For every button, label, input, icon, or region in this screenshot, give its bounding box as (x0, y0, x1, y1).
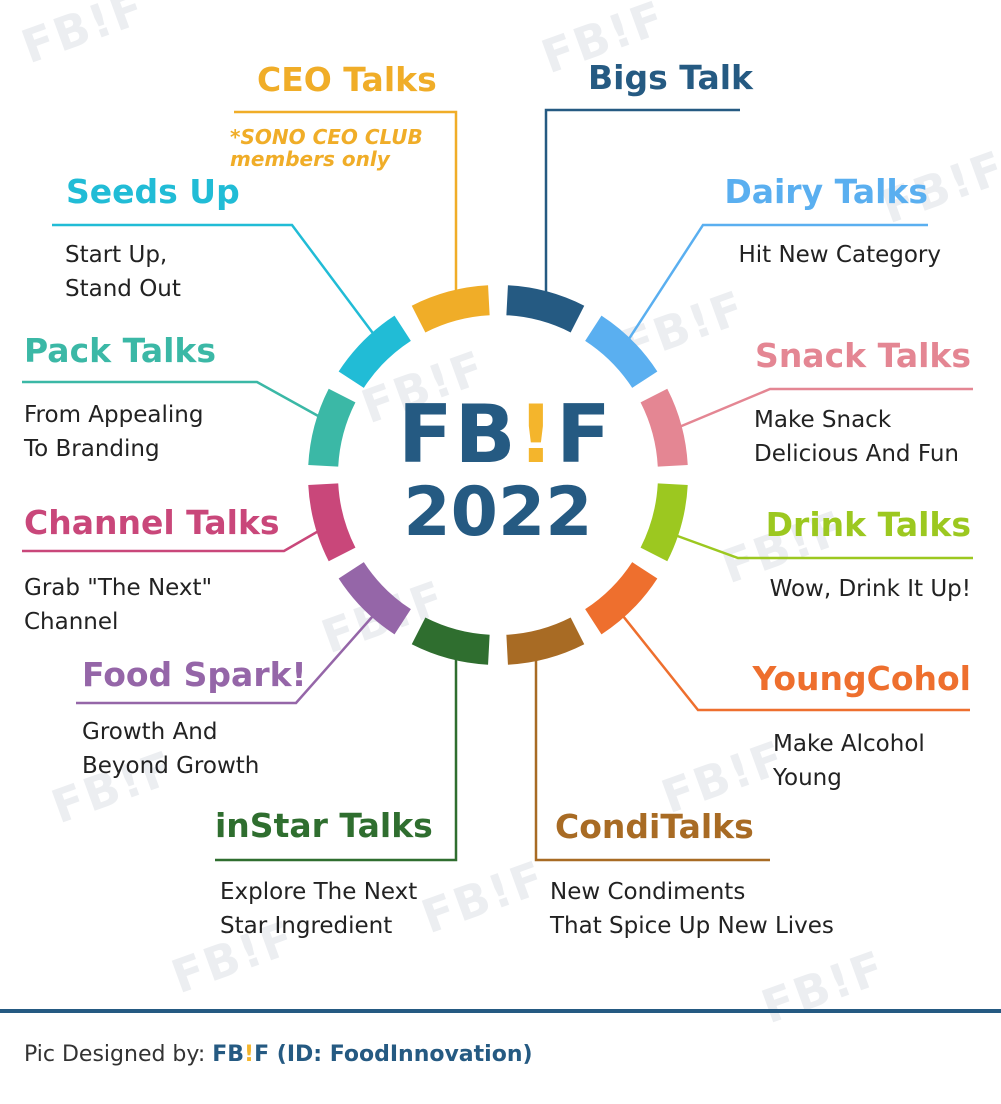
footer-prefix: Pic Designed by: (24, 1042, 213, 1067)
segment-title-food-spark: Food Spark! (82, 655, 307, 694)
ring-segment-dairy-talks (585, 315, 658, 388)
ring-segment-channel-talks (308, 483, 356, 562)
footer-brand-right: F (254, 1042, 270, 1067)
center-brand-right: F (556, 388, 613, 481)
footer-credit: Pic Designed by: FB!F (ID: FoodInnovatio… (24, 1042, 533, 1067)
leader-line-seeds-up (52, 223, 380, 341)
segment-subtitle-youngcohol: Make Alcohol Young (773, 731, 925, 791)
ring-segment-ceo-talks (411, 285, 490, 333)
leader-line-snack-talks (671, 387, 973, 432)
center-logo: FB!F 2022 (398, 395, 611, 552)
footer-brand-mark: ! (244, 1042, 255, 1067)
ring-segment-conditalks (506, 617, 585, 665)
ring-segment-snack-talks (640, 388, 688, 467)
ring-segment-youngcohol (585, 562, 658, 635)
ring-segment-drink-talks (640, 483, 688, 562)
segment-subtitle-seeds-up: Start Up, Stand Out (65, 242, 181, 302)
segment-title-bigs-talk: Bigs Talk (588, 58, 753, 97)
segment-title-seeds-up: Seeds Up (66, 172, 240, 211)
segment-subtitle-food-spark: Growth And Beyond Growth (82, 719, 260, 779)
segment-note-ceo-talks: *SONO CEO CLUB members only (230, 125, 423, 171)
segment-subtitle-pack-talks: From Appealing To Branding (24, 402, 204, 462)
footer-brand-left: FB (212, 1042, 245, 1067)
segment-title-pack-talks: Pack Talks (24, 331, 216, 370)
segment-title-snack-talks: Snack Talks (755, 336, 971, 375)
segment-title-channel-talks: Channel Talks (24, 503, 280, 542)
footer-id: (ID: FoodInnovation) (269, 1042, 533, 1067)
segment-subtitle-conditalks: New Condiments That Spice Up New Lives (550, 879, 834, 939)
segment-subtitle-instar-talks: Explore The Next Star Ingredient (220, 879, 418, 939)
leader-line-drink-talks (671, 532, 973, 560)
leader-line-pack-talks (22, 380, 330, 424)
center-year: 2022 (403, 473, 593, 552)
ring-segment-bigs-talk (506, 285, 585, 333)
leader-line-dairy-talks (623, 223, 928, 346)
center-brand-mark: ! (517, 388, 557, 481)
segment-title-dairy-talks: Dairy Talks (724, 172, 928, 211)
segment-title-ceo-talks: CEO Talks (257, 60, 437, 99)
ring-segment-seeds-up (338, 315, 411, 388)
ring-segment-pack-talks (308, 388, 356, 467)
leader-line-channel-talks (22, 523, 330, 553)
leader-line-ceo-talks (234, 110, 458, 302)
ring-diagram (22, 108, 973, 862)
leader-line-instar-talks (215, 650, 458, 862)
segment-subtitle-snack-talks: Make Snack Delicious And Fun (754, 407, 959, 467)
center-brand-left: FB (398, 388, 518, 481)
segment-title-youngcohol: YoungCohol (752, 659, 971, 698)
leader-line-food-spark (76, 607, 381, 705)
segment-subtitle-dairy-talks: Hit New Category (738, 242, 941, 268)
leader-line-conditalks (534, 650, 770, 862)
leader-line-youngcohol (614, 605, 970, 712)
segment-subtitle-channel-talks: Grab "The Next" Channel (24, 575, 213, 635)
ring-segment-food-spark (338, 562, 411, 635)
segment-subtitle-drink-talks: Wow, Drink It Up! (769, 576, 971, 602)
ring-segment-instar-talks (411, 617, 490, 665)
segment-title-instar-talks: inStar Talks (215, 806, 433, 845)
segment-title-drink-talks: Drink Talks (765, 505, 971, 544)
center-brand: FB!F (398, 395, 611, 475)
footer-divider (0, 1009, 1001, 1013)
leader-line-bigs-talk (544, 108, 740, 302)
segment-title-conditalks: CondiTalks (555, 807, 754, 846)
